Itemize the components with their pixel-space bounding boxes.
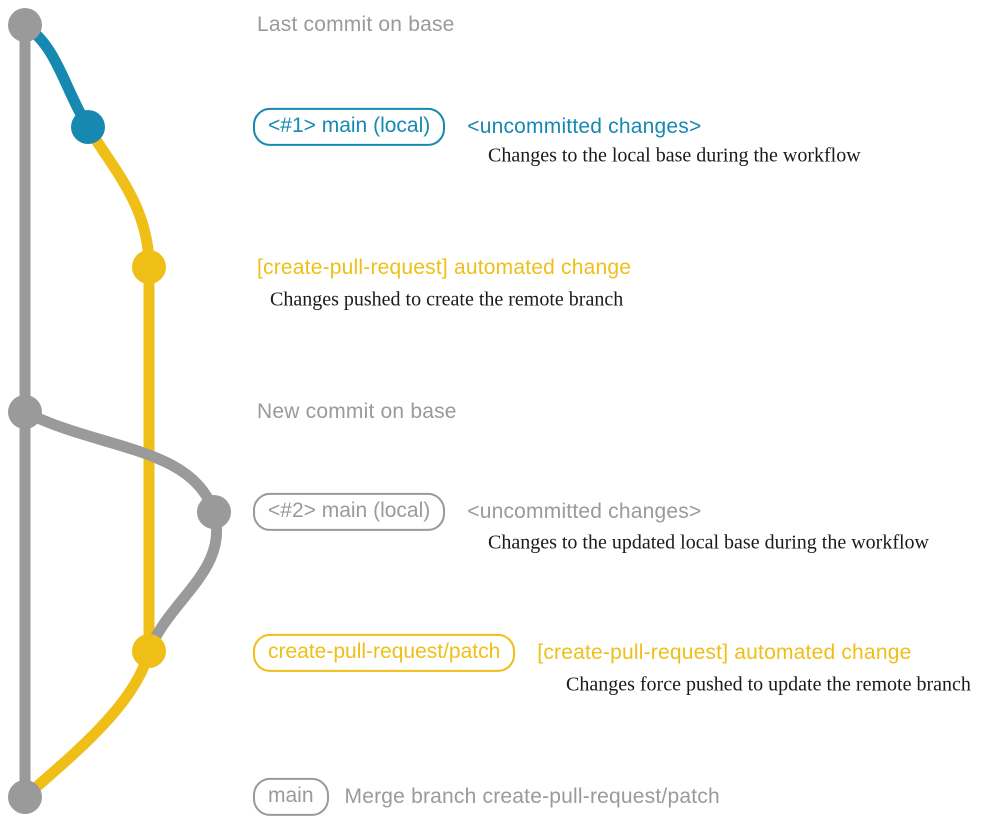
commit-automated-2 xyxy=(132,634,166,668)
edge-force-push-update xyxy=(143,506,223,657)
edge-create-branch xyxy=(82,121,155,273)
row-local-main-1: <#1> main (local) <uncommitted changes> xyxy=(253,107,702,147)
desc-updated-local-base: Changes to the updated local base during… xyxy=(488,531,929,554)
annotation-new-commit-label: New commit on base xyxy=(257,400,457,423)
automated-change-heading-1: [create-pull-request] automated change xyxy=(257,256,632,279)
desc-force-pushed: Changes force pushed to update the remot… xyxy=(566,673,971,696)
commit-local-1 xyxy=(71,110,105,144)
annotation-last-commit-label: Last commit on base xyxy=(257,13,455,36)
branch-badge-main-local-2: <#2> main (local) xyxy=(253,492,446,532)
branch-badge-create-pull-request-patch: create-pull-request/patch xyxy=(253,633,516,673)
row-automated-change-1: [create-pull-request] automated change xyxy=(257,256,631,280)
merge-branch-heading: Merge branch create-pull-request/patch xyxy=(344,784,720,808)
row-local-main-2: <#2> main (local) <uncommitted changes> xyxy=(253,492,702,532)
edge-local-main-2 xyxy=(19,406,220,518)
desc-pushed-create: Changes pushed to create the remote bran… xyxy=(270,288,624,311)
commit-new-base xyxy=(8,395,42,429)
edge-local-main-1 xyxy=(19,19,94,133)
automated-change-heading-2: [create-pull-request] automated change xyxy=(537,640,912,664)
branch-badge-main-local-1: <#1> main (local) xyxy=(253,107,446,147)
commit-merge xyxy=(8,780,42,814)
row-automated-change-2: create-pull-request/patch [create-pull-r… xyxy=(253,633,912,673)
annotation-last-commit: Last commit on base xyxy=(257,13,455,37)
commit-local-2 xyxy=(197,495,231,529)
commit-last-base xyxy=(8,8,42,42)
row-merge: main Merge branch create-pull-request/pa… xyxy=(253,777,720,817)
uncommitted-changes-heading-1: <uncommitted changes> xyxy=(467,114,702,138)
annotation-new-commit: New commit on base xyxy=(257,400,457,424)
desc-local-base-1: Changes to the local base during the wor… xyxy=(488,144,861,167)
uncommitted-changes-heading-2: <uncommitted changes> xyxy=(467,499,702,523)
branch-badge-main: main xyxy=(253,777,329,817)
commit-automated-1 xyxy=(132,250,166,284)
edge-merge-to-main xyxy=(19,645,155,803)
